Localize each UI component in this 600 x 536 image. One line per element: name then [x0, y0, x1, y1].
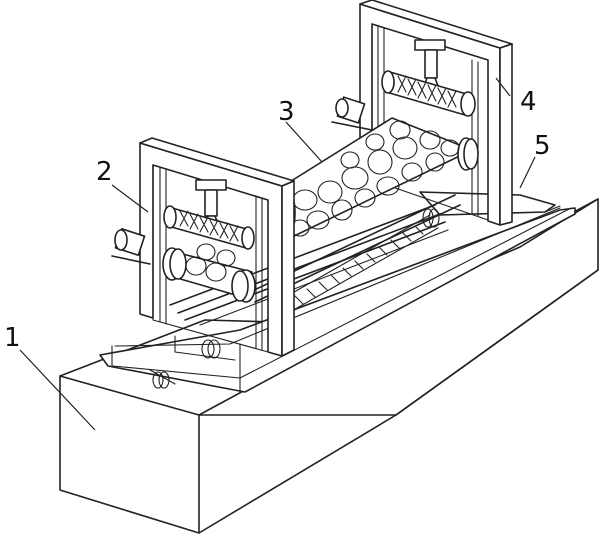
front-upper-roller	[163, 205, 255, 250]
main-roller	[274, 117, 479, 240]
callout-2: 2	[96, 157, 113, 187]
front-motor	[111, 227, 151, 265]
leader-lines	[19, 77, 536, 431]
base-channel	[99, 207, 576, 393]
rear-upper-roller	[381, 70, 476, 117]
lead-screw	[279, 208, 440, 313]
callout-3: 3	[278, 97, 295, 127]
callout-4: 4	[520, 87, 537, 117]
callout-1: 1	[4, 323, 21, 353]
front-lower-roller	[162, 243, 256, 303]
callout-5: 5	[534, 131, 551, 161]
rear-frame	[359, 0, 513, 226]
rear-motor	[331, 96, 373, 131]
